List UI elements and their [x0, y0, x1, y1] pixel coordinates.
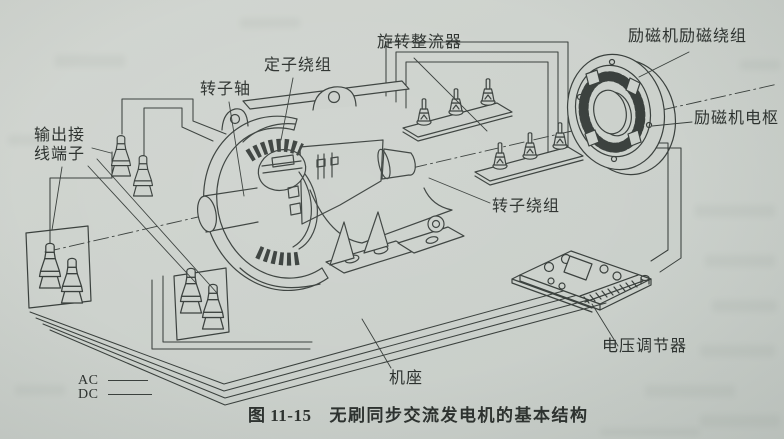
label-rotor-winding: 转子绕组 — [492, 198, 561, 215]
legend-dc-label: DC — [78, 386, 99, 402]
output-terminals-drawing — [25, 135, 230, 341]
figure-caption: 图 11-15 无刷同步交流发电机的基本结构 — [248, 401, 588, 426]
label-output-terminals-line1: 输出接 — [34, 127, 86, 144]
winding-teeth — [245, 138, 304, 266]
axis-centerline — [44, 83, 779, 253]
ac-dc-legend: AC DC — [78, 372, 152, 402]
legend-row-dc: DC — [78, 386, 152, 402]
regulator-drawing — [511, 250, 652, 313]
label-rotor-shaft: 转子轴 — [200, 81, 252, 98]
figure-title: 无刷同步交流发电机的基本结构 — [329, 406, 589, 425]
base-drawing — [309, 187, 465, 274]
legend-dc-line — [108, 394, 152, 395]
figure-number: 图 11-15 — [248, 406, 312, 425]
label-output-terminals-line2: 线端子 — [34, 146, 86, 163]
label-voltage-regulator: 电压调节器 — [602, 338, 688, 355]
exciter-drawing — [566, 53, 677, 176]
legend-ac-label: AC — [78, 372, 99, 388]
label-stator-winding: 定子绕组 — [264, 57, 333, 74]
legend-ac-line — [108, 380, 148, 381]
leader-lines — [51, 51, 693, 369]
cover-bar-and-lugs — [221, 80, 410, 131]
label-exciter-field-winding: 励磁机励磁绕组 — [628, 28, 748, 45]
legend-row-ac: AC — [78, 372, 152, 388]
rectifier-drawing — [402, 78, 584, 186]
label-rotating-rectifier: 旋转整流器 — [377, 34, 463, 51]
label-exciter-armature: 励磁机电枢 — [694, 110, 780, 127]
rotor-drawing — [197, 139, 416, 250]
label-output-terminals: 输出接 线端子 — [34, 126, 85, 164]
label-machine-base: 机座 — [389, 370, 424, 387]
